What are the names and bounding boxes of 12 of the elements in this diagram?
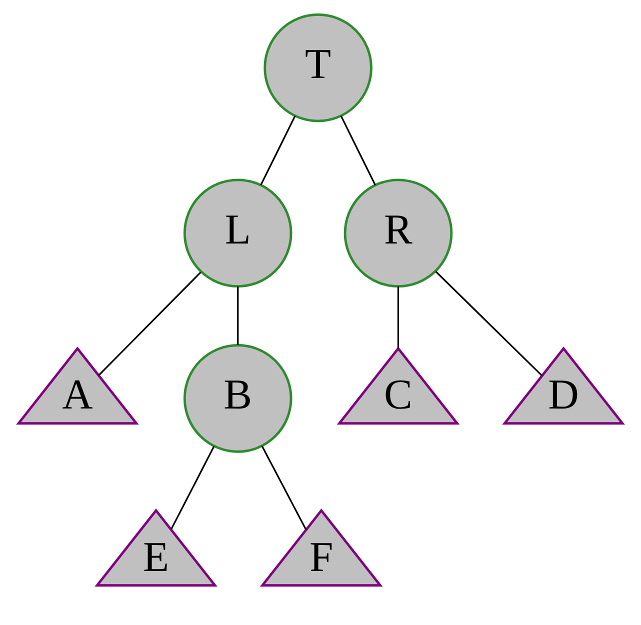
node-circle: L (183, 178, 292, 288)
connector (397, 286, 400, 348)
node-circle: R (344, 178, 453, 288)
connector (435, 270, 542, 376)
connector (340, 116, 376, 186)
node-circle: T (264, 13, 372, 122)
connector (98, 272, 202, 376)
connector (237, 286, 239, 345)
connector (170, 446, 215, 530)
connector (261, 446, 307, 530)
node-circle: B (183, 344, 292, 453)
connector (260, 116, 296, 186)
